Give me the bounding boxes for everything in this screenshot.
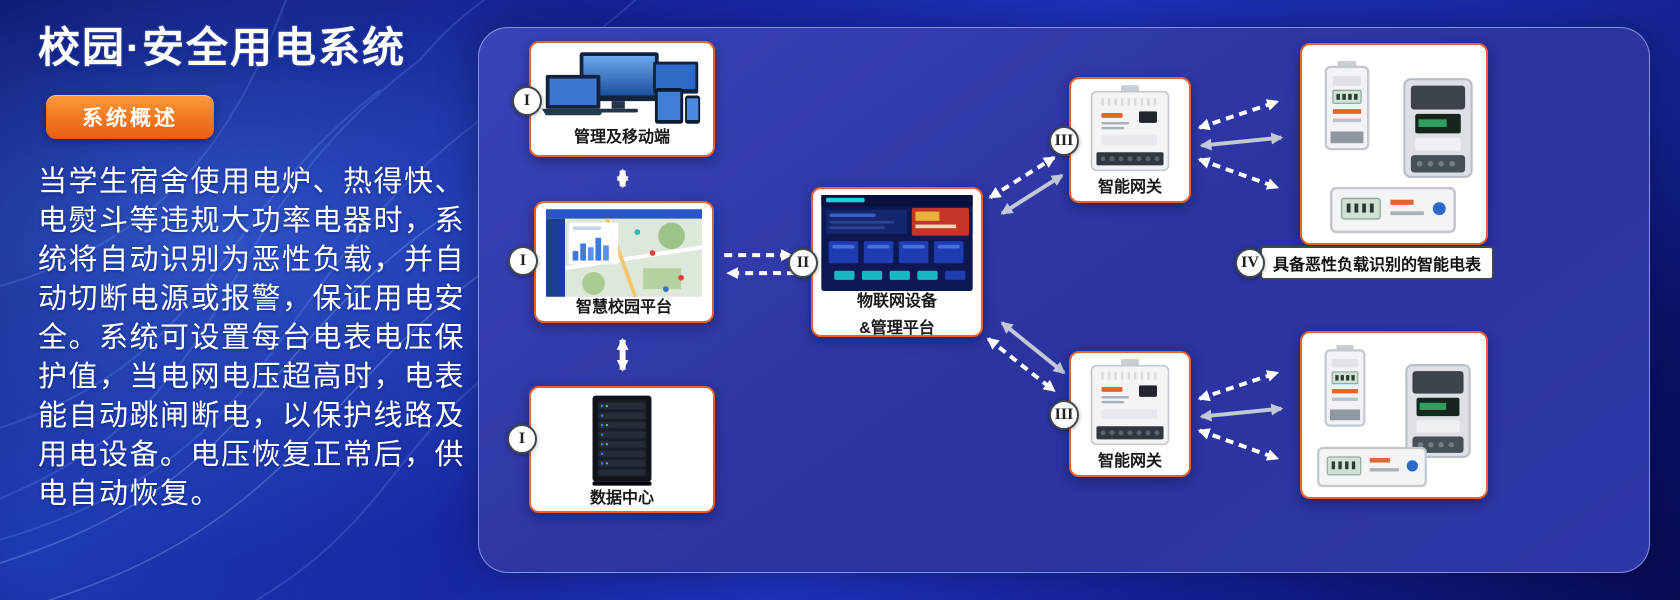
devices-illustration xyxy=(531,43,713,127)
node-gateway-top: 智能网关 xyxy=(1069,77,1191,203)
numeral-data-center: I xyxy=(507,424,537,454)
node-label-gateway-top: 智能网关 xyxy=(1097,179,1162,196)
diagram-panel: 管理及移动端 I xyxy=(478,27,1650,573)
server-rack-illustration xyxy=(531,388,713,488)
lcd-meter-illustration xyxy=(1404,363,1472,464)
rail-meter-illustration xyxy=(1328,183,1458,242)
node-label-campus-platform: 智慧校园平台 xyxy=(575,299,672,316)
gateway-illustration xyxy=(1071,79,1189,177)
campus-dashboard-illustration xyxy=(536,203,712,297)
overview-badge: 系统概述 xyxy=(46,95,214,139)
node-label-iot-line1: 物联网设备 xyxy=(856,293,937,310)
node-gateway-bottom: 智能网关 xyxy=(1069,351,1191,477)
din-meter-illustration xyxy=(1320,345,1370,436)
node-iot-platform: 物联网设备 &管理平台 xyxy=(811,187,983,337)
node-campus-platform: 智慧校园平台 xyxy=(534,201,714,323)
node-data-center: 数据中心 xyxy=(529,386,715,513)
numeral-campus-platform: I xyxy=(508,246,538,276)
gateway-illustration xyxy=(1071,353,1189,451)
iot-platform-illustration xyxy=(813,189,981,291)
din-meter-illustration xyxy=(1320,61,1374,160)
rail-meter-illustration xyxy=(1316,443,1428,496)
intro-column: 校园·安全用电系统 系统概述 当学生宿舍使用电炉、热得快、电熨斗等违规大功率电器… xyxy=(38,14,470,514)
numeral-iot-platform: II xyxy=(788,248,818,278)
node-smart-meters-top xyxy=(1300,43,1488,245)
node-smart-meters-bottom xyxy=(1300,331,1488,499)
numeral-gateway-top: III xyxy=(1049,126,1079,156)
overview-text: 当学生宿舍使用电炉、热得快、电熨斗等违规大功率电器时，系统将自动识别为恶性负载，… xyxy=(38,166,466,510)
page-title: 校园·安全用电系统 xyxy=(38,24,406,71)
numeral-management: I xyxy=(512,86,542,116)
numeral-smart-meters: IV xyxy=(1235,248,1265,278)
node-label-data-center: 数据中心 xyxy=(589,490,654,507)
lcd-meter-illustration xyxy=(1402,77,1474,184)
node-label-gateway-bottom: 智能网关 xyxy=(1097,453,1162,470)
smart-meters-caption: 具备恶性负载识别的智能电表 xyxy=(1260,246,1495,280)
node-label-iot-line2: &管理平台 xyxy=(859,320,935,337)
node-label-management: 管理及移动端 xyxy=(573,129,670,146)
numeral-gateway-bottom: III xyxy=(1049,400,1079,430)
smart-meters-caption-group: IV 具备恶性负载识别的智能电表 xyxy=(1235,246,1495,280)
node-management-devices: 管理及移动端 xyxy=(529,41,715,157)
